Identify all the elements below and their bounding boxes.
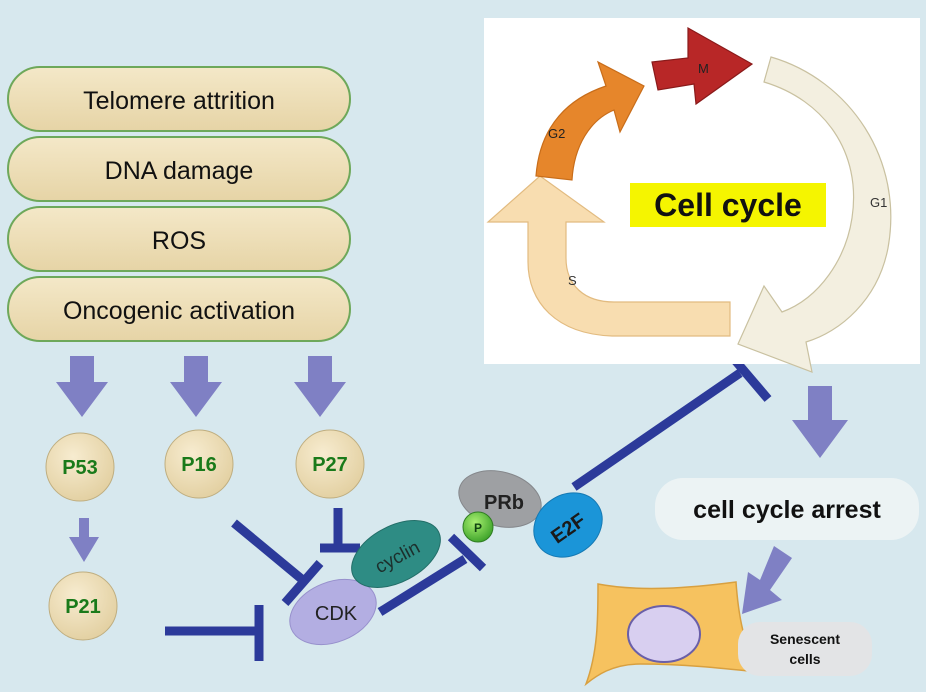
arrow-to-senescent — [742, 546, 792, 614]
cell-cycle-title-highlight — [630, 183, 826, 227]
inhibit-p21-cdk — [165, 605, 264, 661]
node-p21: P21 — [48, 571, 118, 641]
arrow-p53-to-p21 — [69, 518, 99, 562]
stressor-oncogenic-activation: Oncogenic activation — [7, 276, 351, 342]
stressor-label: Oncogenic activation — [63, 297, 295, 325]
arrest-label: cell cycle arrest — [693, 496, 881, 524]
senescent-cell — [584, 581, 760, 687]
node-label: P — [474, 521, 482, 535]
inhibit-p27-cdk — [320, 508, 360, 553]
senescent-label-box: Senescent cells — [738, 622, 872, 676]
stressor-label: DNA damage — [105, 157, 254, 185]
cell-nucleus — [627, 605, 701, 663]
stressor-label: ROS — [152, 227, 206, 255]
inhibit-e2f-cellcycle — [571, 349, 772, 491]
prb-e2f-complex: PRb P E2F — [458, 470, 603, 558]
arrest-box: cell cycle arrest — [655, 478, 919, 540]
node-p53: P53 — [45, 432, 115, 502]
node-label: PRb — [484, 492, 524, 514]
stressor-telomere-attrition: Telomere attrition — [7, 66, 351, 132]
stressor-list: Telomere attrition DNA damage ROS Oncoge… — [7, 66, 351, 342]
arrow-to-arrest — [792, 386, 848, 458]
stressor-ros: ROS — [7, 206, 351, 272]
phase-m-arrow — [651, 26, 754, 106]
phase-g2-arrow — [535, 60, 645, 181]
node-label: P16 — [181, 454, 217, 476]
node-label: P53 — [62, 457, 98, 479]
senescent-label-line2: cells — [789, 651, 820, 667]
phase-g1-arrow — [737, 56, 892, 373]
node-cdk: CDK — [289, 578, 377, 646]
cell-cycle-title: Cell cycle — [654, 187, 802, 223]
node-label: P27 — [312, 454, 348, 476]
arrow-to-p16 — [170, 356, 222, 417]
phase-label-g1: G1 — [870, 195, 887, 210]
inhibition-lines — [165, 349, 772, 661]
inhibit-p16-cdk — [231, 519, 324, 606]
stressor-dna-damage: DNA damage — [7, 136, 351, 202]
arrow-to-p27 — [294, 356, 346, 417]
phase-s-arrow — [486, 175, 731, 337]
cdk-cyclin-complex: CDK cyclin — [289, 520, 441, 646]
node-label: CDK — [315, 603, 358, 625]
node-label: P21 — [65, 596, 101, 618]
node-phosphate: P — [462, 511, 494, 543]
phase-label-g2: G2 — [548, 126, 565, 141]
senescent-label-line1: Senescent — [770, 631, 840, 647]
stressor-label: Telomere attrition — [83, 87, 275, 115]
node-p27: P27 — [295, 429, 365, 499]
node-cyclin: cyclin — [351, 520, 441, 588]
arrow-to-p53 — [56, 356, 108, 417]
cell-cycle-panel: G1 S G2 M Cell cycle — [484, 18, 920, 373]
inhibit-cdk-prb — [377, 533, 487, 616]
node-e2f: E2F — [533, 492, 603, 558]
phase-label-m: M — [698, 61, 709, 76]
phase-label-s: S — [568, 273, 577, 288]
activation-arrows — [56, 356, 346, 562]
node-p16: P16 — [164, 429, 234, 499]
